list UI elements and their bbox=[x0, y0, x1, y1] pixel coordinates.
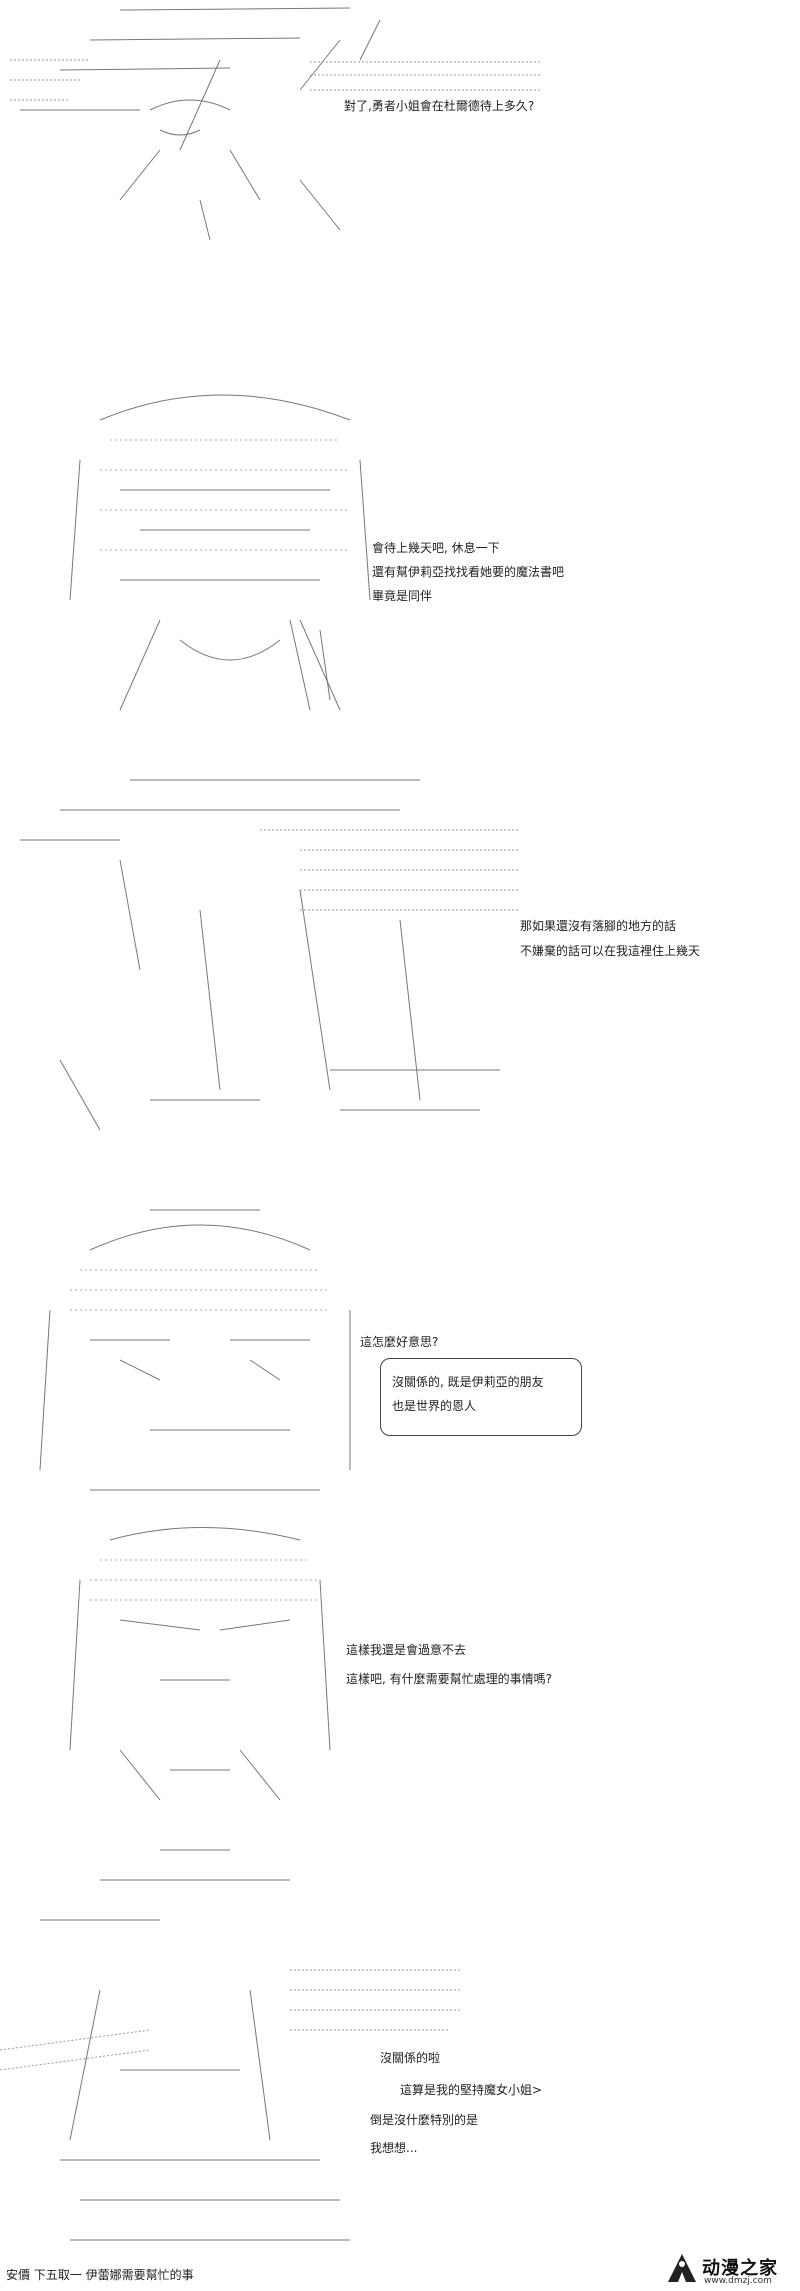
site-logo: 动漫之家 www.dmzj.com bbox=[660, 2250, 800, 2290]
speech-bubble bbox=[380, 1358, 582, 1436]
ascii-art-character-6 bbox=[0, 1840, 470, 2250]
footer-caption: 安價 下五取一 伊蕾娜需要幫忙的事 bbox=[6, 2268, 194, 2282]
bubble-line: 也是世界的恩人 bbox=[392, 1399, 477, 1413]
panel-2: 會待上幾天吧, 休息一下 還有幫伊莉亞找找看她要的魔法書吧 畢竟是同伴 bbox=[0, 380, 800, 740]
dialogue-line: 畢竟是同伴 bbox=[372, 589, 433, 603]
dialogue-line: 會待上幾天吧, 休息一下 bbox=[372, 541, 500, 555]
dialogue-line: 還有幫伊莉亞找找看她要的魔法書吧 bbox=[372, 565, 565, 579]
logo-name: 动漫之家 bbox=[702, 2258, 778, 2279]
dialogue-line: 不嫌棄的話可以在我這裡住上幾天 bbox=[520, 944, 701, 958]
dialogue-line: 對了,勇者小姐會在杜爾德待上多久? bbox=[344, 99, 535, 113]
dialogue-line: 這怎麼好意思? bbox=[360, 1335, 439, 1349]
dialogue-line: 沒關係的啦 bbox=[380, 2051, 441, 2065]
panel-4: 這怎麼好意思? 沒關係的, 既是伊莉亞的朋友 也是世界的恩人 bbox=[0, 1190, 800, 1510]
dialogue-line: 我想想... bbox=[370, 2141, 418, 2155]
panel-3: 那如果還沒有落腳的地方的話 不嫌棄的話可以在我這裡住上幾天 bbox=[0, 770, 800, 1150]
ascii-art-character-3 bbox=[0, 770, 560, 1150]
dialogue-line: 那如果還沒有落腳的地方的話 bbox=[520, 919, 677, 933]
bubble-line: 沒關係的, 既是伊莉亞的朋友 bbox=[392, 1375, 544, 1389]
panel-5: 這樣我還是會過意不去 這樣吧, 有什麼需要幫忙處理的事情嗎? bbox=[0, 1520, 800, 1810]
ascii-art-character-4 bbox=[30, 1190, 360, 1510]
panel-6: 沒關係的啦 這算是我的堅持魔女小姐> 倒是沒什麼特別的是 我想想... bbox=[0, 1840, 800, 2260]
logo-mark-icon bbox=[668, 2254, 696, 2282]
logo-url: www.dmzj.com bbox=[704, 2276, 772, 2286]
ascii-art-character-2 bbox=[60, 380, 390, 740]
dialogue-line: 這樣吧, 有什麼需要幫忙處理的事情嗎? bbox=[346, 1672, 552, 1686]
dialogue-line: 這樣我還是會過意不去 bbox=[346, 1643, 467, 1657]
panel-1: 對了,勇者小姐會在杜爾德待上多久? bbox=[0, 0, 800, 250]
ascii-art-character-1 bbox=[0, 0, 560, 250]
dialogue-line: 這算是我的堅持魔女小姐> bbox=[400, 2083, 543, 2097]
ascii-art-character-5 bbox=[60, 1520, 340, 1810]
dialogue-line: 倒是沒什麼特別的是 bbox=[370, 2113, 479, 2127]
